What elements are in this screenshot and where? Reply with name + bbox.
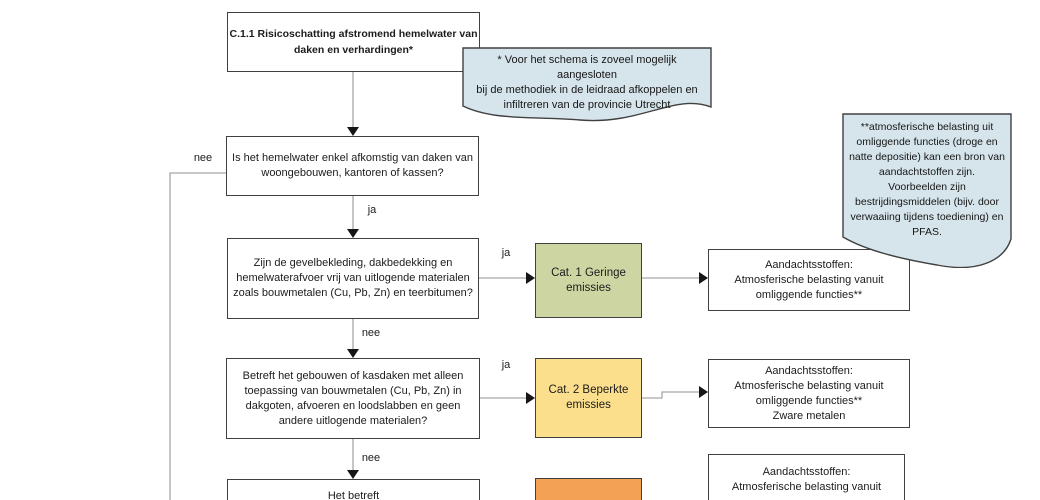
document-shape-icon [462, 47, 712, 122]
arrowhead-down-icon [347, 470, 359, 479]
question-bottom-partial-box: Het betreft [227, 479, 480, 500]
arrowhead-right-icon [526, 392, 535, 404]
connector-q2-ja-to-cat1 [479, 272, 535, 284]
arrowhead-down-icon [347, 229, 359, 238]
arrowhead-right-icon [699, 386, 708, 398]
note-leidraad-text: * Voor het schema is zoveel mogelijk aan… [476, 54, 698, 111]
edge-label-ja-q1: ja [367, 204, 377, 216]
question-leaching-materials-label: Zijn de gevelbekleding, dakbedekking en … [233, 257, 473, 299]
connector-cat1-to-result1 [642, 272, 708, 284]
connector-start-to-q1 [347, 72, 359, 136]
start-box: C.1.1 Risicoschatting afstromend hemelwa… [227, 12, 480, 72]
edge-label-nee-q3: nee [361, 452, 381, 464]
result-cat3-box: Aandachtsstoffen: Atmosferische belastin… [708, 454, 905, 500]
question-leaching-materials-box: Zijn de gevelbekleding, dakbedekking en … [227, 238, 479, 319]
note-leidraad: * Voor het schema is zoveel mogelijk aan… [462, 47, 712, 132]
result-cat1-box: Aandachtsstoffen: Atmosferische belastin… [708, 249, 910, 311]
arrowhead-right-icon [699, 272, 708, 284]
arrowhead-right-icon [526, 272, 535, 284]
question-bottom-partial-label: Het betreft [327, 490, 380, 500]
connector-q3-nee-to-q4 [347, 439, 359, 479]
connector-q1-nee-down-left [169, 172, 226, 500]
edge-label-nee-q1: nee [193, 152, 213, 164]
category-3-box [535, 478, 642, 500]
edge-label-nee-q2: nee [361, 327, 381, 339]
edge-label-ja-q2: ja [501, 247, 511, 259]
arrowhead-down-icon [347, 349, 359, 358]
start-box-label: C.1.1 Risicoschatting afstromend hemelwa… [229, 28, 478, 56]
category-2-box: Cat. 2 Beperkte emissies [535, 358, 642, 438]
note-atmospheric-text: **atmosferische belasting uit omliggende… [849, 121, 1005, 238]
category-2-label: Cat. 2 Beperkte emissies [548, 384, 629, 411]
result-cat1-label: Aandachtsstoffen: Atmosferische belastin… [734, 258, 884, 301]
connector-q1-ja-to-q2 [347, 196, 359, 238]
result-cat2-label: Aandachtsstoffen: Atmosferische belastin… [734, 364, 884, 422]
connector-q3-ja-to-cat2 [480, 392, 535, 404]
question-building-metals-label: Betreft het gebouwen of kasdaken met all… [242, 369, 464, 427]
category-1-label: Cat. 1 Geringe emissies [551, 266, 626, 294]
question-roof-origin-label: Is het hemelwater enkel afkomstig van da… [232, 152, 473, 179]
connector-cat2-to-result2 [642, 386, 708, 399]
arrowhead-down-icon [347, 127, 359, 136]
document-shape-icon [842, 113, 1012, 268]
question-roof-origin-box: Is het hemelwater enkel afkomstig van da… [226, 136, 479, 196]
question-building-metals-box: Betreft het gebouwen of kasdaken met all… [226, 358, 480, 439]
result-cat3-label: Aandachtsstoffen: Atmosferische belastin… [731, 466, 882, 493]
category-1-box: Cat. 1 Geringe emissies [535, 243, 642, 318]
edge-label-ja-q3: ja [501, 359, 511, 371]
connector-q2-nee-to-q3 [347, 319, 359, 358]
result-cat2-box: Aandachtsstoffen: Atmosferische belastin… [708, 359, 910, 428]
note-atmospheric: **atmosferische belasting uit omliggende… [842, 113, 1012, 268]
